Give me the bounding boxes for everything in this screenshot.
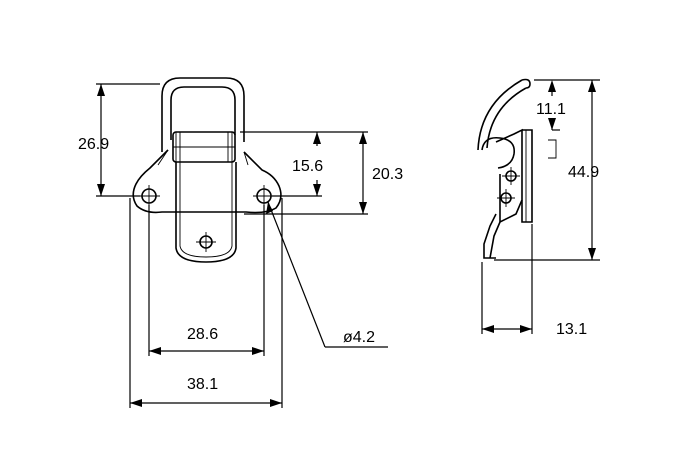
label-44-9: 44.9: [568, 164, 599, 181]
dim-28-6: 28.6: [148, 205, 265, 356]
side-hole-lower: [497, 189, 515, 207]
wire-loop-outer: [161, 77, 245, 152]
label-38-1: 38.1: [187, 376, 218, 393]
dim-20-3: 20.3: [244, 132, 403, 215]
side-view: [477, 78, 557, 259]
dim-44-9: 44.9: [494, 80, 600, 261]
base-plate-inner-line: [157, 149, 249, 166]
label-11-1: 11.1: [536, 101, 566, 118]
hasp-plate: [175, 162, 237, 263]
side-wire-outer: [477, 79, 523, 151]
label-28-6: 28.6: [187, 326, 218, 343]
dim-13-1: 13.1: [481, 224, 587, 338]
mounting-hole-right: [253, 185, 275, 207]
side-hole-upper: [502, 167, 520, 185]
side-wire-inner: [486, 87, 527, 149]
mounting-hole-left: [138, 185, 160, 207]
hasp-hole: [196, 232, 216, 252]
label-15-6: 15.6: [292, 158, 323, 175]
base-plate: [132, 149, 282, 214]
label-hole-diameter: ø4.2: [343, 329, 375, 346]
dim-11-1: 11.1: [534, 79, 600, 131]
front-view: [132, 77, 282, 263]
dim-38-1: 38.1: [129, 198, 283, 408]
dim-15-6: 15.6: [240, 131, 368, 197]
label-13-1: 13.1: [556, 321, 587, 338]
dim-26-9: 26.9: [78, 83, 160, 197]
dim-hole-diameter: ø4.2: [266, 201, 388, 348]
wire-loop-inner: [170, 86, 236, 140]
label-26-9: 26.9: [78, 136, 109, 153]
label-20-3: 20.3: [372, 166, 403, 183]
